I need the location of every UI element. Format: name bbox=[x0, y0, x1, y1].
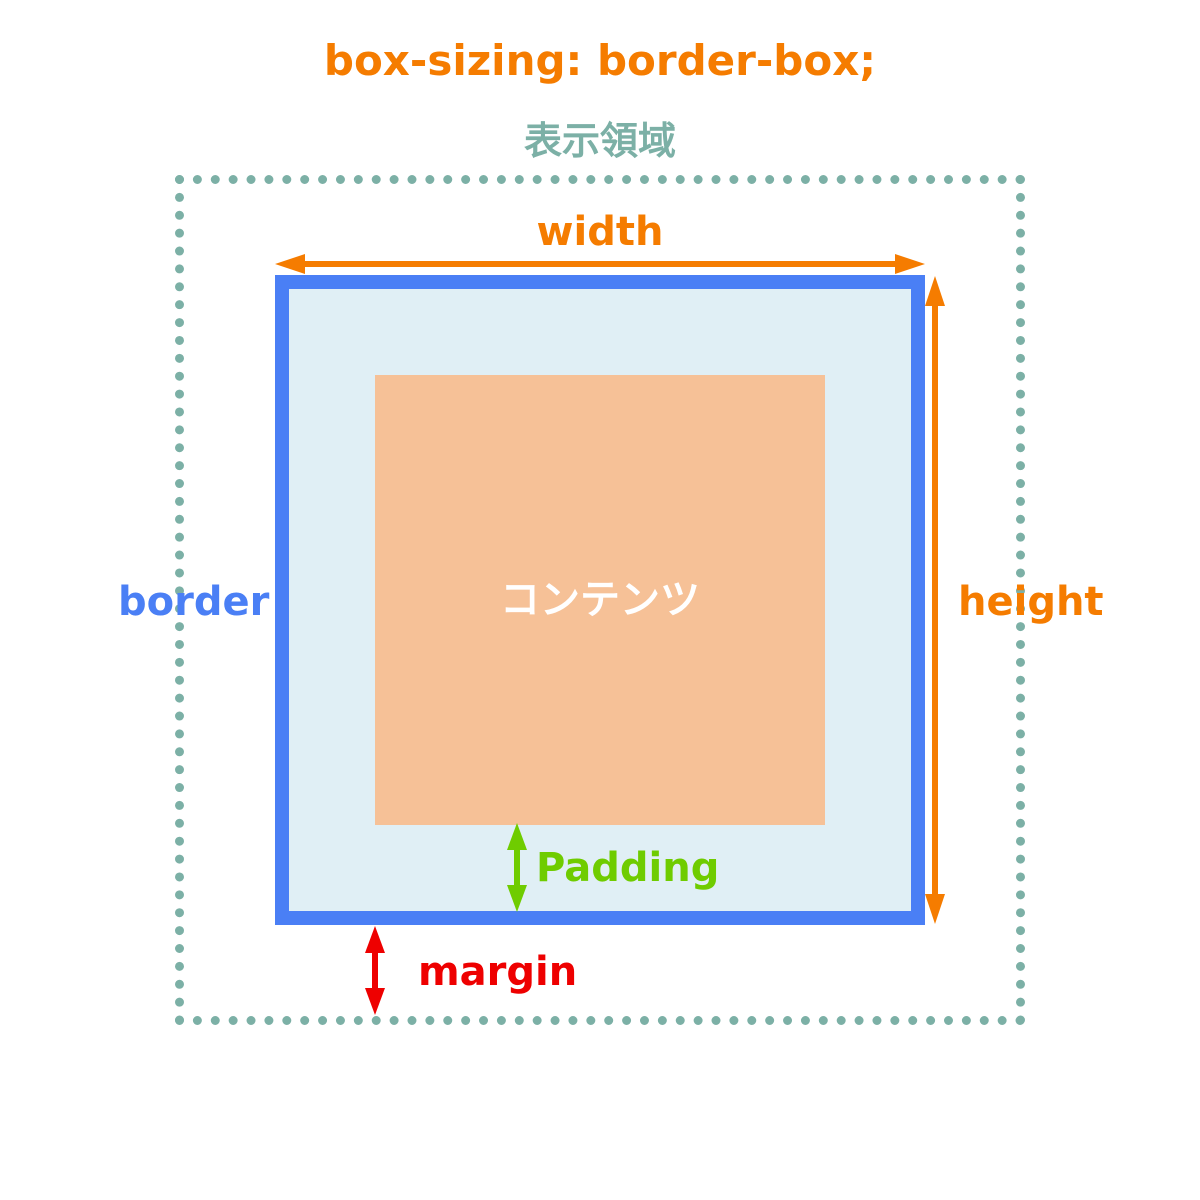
padding-label: Padding bbox=[536, 845, 720, 891]
content-label: コンテンツ bbox=[500, 577, 700, 623]
margin-label: margin bbox=[418, 949, 578, 995]
display-area-label: 表示領域 bbox=[523, 119, 676, 163]
border-label: border bbox=[118, 579, 270, 625]
margin-arrow bbox=[365, 926, 385, 1015]
width-label: width bbox=[536, 209, 664, 255]
content-box bbox=[375, 375, 825, 825]
display-area-box bbox=[175, 175, 1025, 1025]
height-arrow bbox=[925, 276, 945, 924]
width-arrow bbox=[275, 254, 925, 274]
padding-arrow bbox=[507, 823, 527, 912]
diagram-title: box-sizing: border-box; bbox=[323, 36, 877, 85]
height-label: height bbox=[958, 579, 1104, 625]
